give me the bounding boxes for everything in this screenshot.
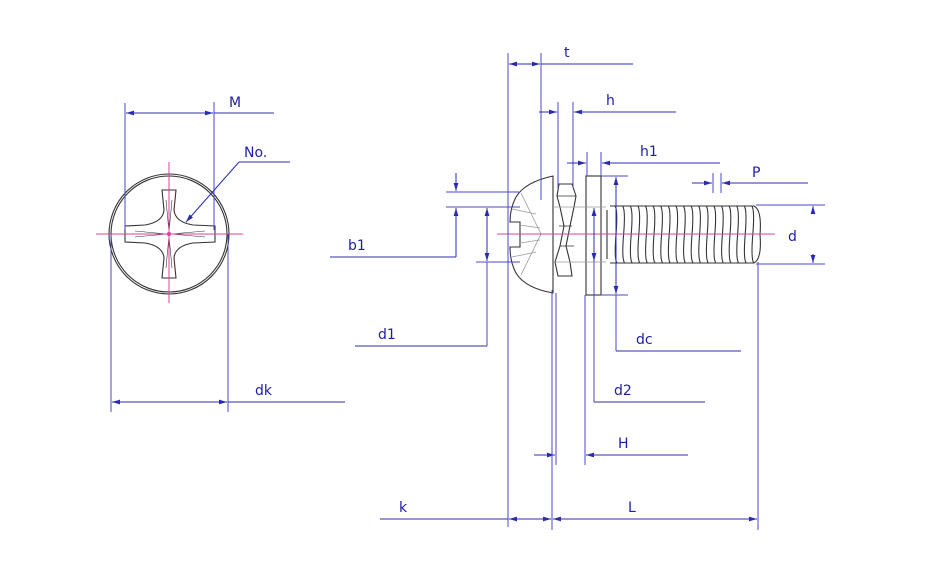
no-leader-arrow xyxy=(185,161,240,223)
spring-washer-lines xyxy=(557,195,576,247)
spring-washer xyxy=(554,183,577,277)
label-dc: dc xyxy=(636,332,653,348)
label-m: M xyxy=(229,95,241,111)
pan-head-outline xyxy=(509,175,554,294)
label-t: t xyxy=(564,45,570,61)
center-point xyxy=(167,232,171,236)
label-d: d xyxy=(788,229,797,245)
label-l: L xyxy=(628,500,636,516)
label-dk: dk xyxy=(255,383,273,399)
label-b1: b1 xyxy=(348,238,366,254)
cross-recess-icon xyxy=(124,189,216,279)
label-no: No. xyxy=(244,145,267,161)
label-h-cap: H xyxy=(618,436,629,452)
top-view: M No. dk xyxy=(96,95,345,412)
label-h: h xyxy=(606,93,615,109)
side-view: t h h1 P d dc d2 xyxy=(330,45,825,530)
label-d1: d1 xyxy=(378,327,396,343)
label-h1: h1 xyxy=(640,144,658,160)
label-p: P xyxy=(752,165,760,181)
label-k: k xyxy=(399,500,408,516)
label-d2: d2 xyxy=(614,383,632,399)
